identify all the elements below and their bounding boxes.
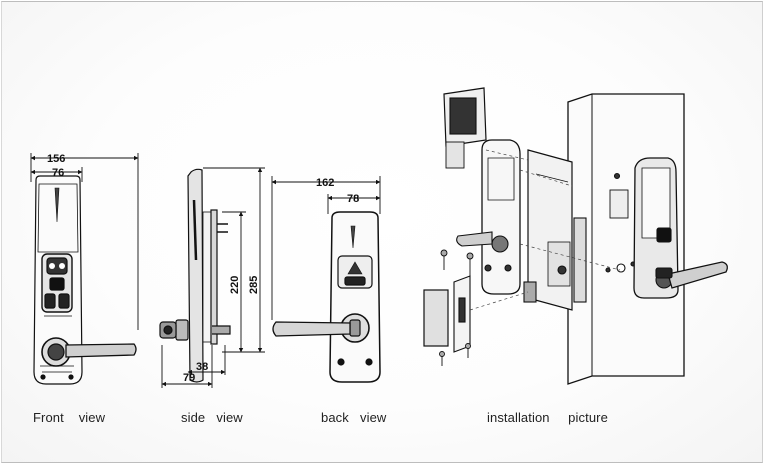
caption-back-view: back view (321, 410, 387, 425)
side-dimension-lines (161, 167, 265, 388)
back-dimension-lines (271, 176, 381, 320)
side-view (159, 167, 265, 388)
caption-side-view: side view (181, 410, 243, 425)
back-view (271, 176, 381, 383)
installation-picture (423, 87, 728, 385)
front-dimension-lines (30, 153, 139, 330)
dim-side-285: 285 (248, 276, 260, 294)
exploded-guide-lines (469, 149, 621, 311)
dim-side-38: 38 (196, 361, 208, 373)
back-escutcheon (329, 211, 381, 383)
side-rose-outer (175, 319, 189, 341)
dim-side-79: 79 (183, 372, 195, 384)
strike-box (423, 289, 449, 347)
screws (439, 249, 474, 366)
dim-front-inner: 76 (52, 167, 64, 179)
front-view (30, 153, 139, 385)
caption-installation-picture: installation picture (487, 410, 608, 425)
caption-front-view: Front view (33, 410, 106, 425)
back-lever (272, 321, 351, 337)
inner-lever-exploded (456, 231, 493, 247)
dim-front-overall: 156 (47, 153, 65, 165)
side-outer-escutcheon (187, 168, 204, 383)
dim-back-inner: 78 (347, 193, 359, 205)
dim-back-overall: 162 (316, 177, 334, 189)
front-lever (65, 343, 137, 358)
dim-side-220: 220 (229, 276, 241, 294)
side-inner-plate (210, 209, 218, 345)
inner-plate (481, 139, 521, 295)
installed-lever (667, 261, 728, 289)
